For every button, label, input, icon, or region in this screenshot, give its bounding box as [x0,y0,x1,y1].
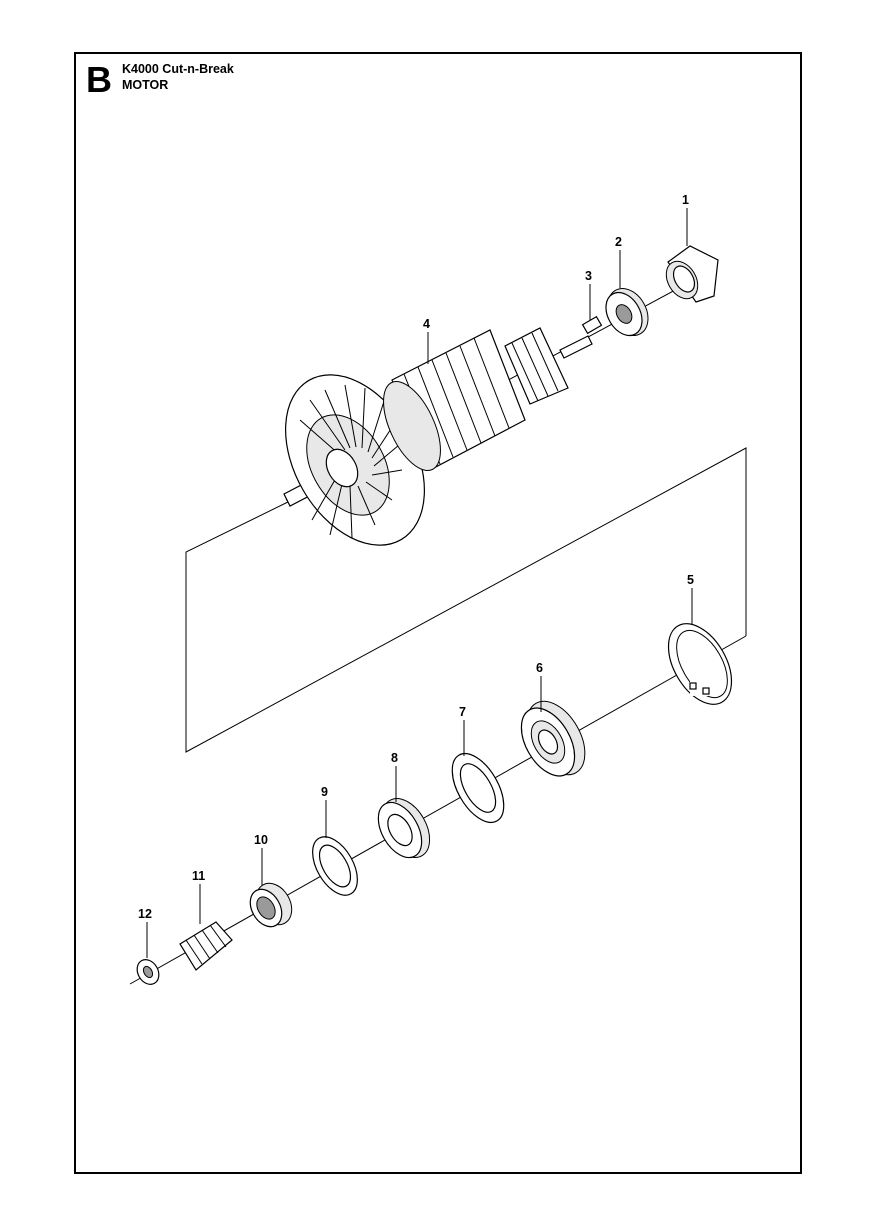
group-title: MOTOR [122,78,169,92]
part-ball-bearing-front [520,700,586,777]
callout-4: 4 [423,317,430,331]
part-bearing-sleeve [665,245,719,303]
callout-labels: 1 2 3 4 5 6 7 8 9 10 11 12 [138,193,694,921]
part-retaining-ring [667,623,733,705]
part-armature [283,327,593,546]
part-washer-large [451,753,505,823]
connector-frame [185,447,747,753]
part-threaded-ring [249,882,293,928]
callout-7: 7 [459,705,466,719]
callout-11: 11 [192,869,205,883]
callout-8: 8 [391,751,398,765]
callout-12: 12 [138,907,152,921]
callout-5: 5 [687,573,694,587]
callout-10: 10 [254,833,268,847]
callout-3: 3 [585,269,592,283]
section-letter: B [86,59,112,100]
part-nut [136,959,160,985]
part-washer-small [312,836,358,896]
callout-1: 1 [682,193,689,207]
lower-axis-line [129,635,747,985]
model-title: K4000 Cut-n-Break [122,62,234,76]
callout-2: 2 [615,235,622,249]
callout-6: 6 [536,661,543,675]
callout-9: 9 [321,785,328,799]
diagram-frame [74,52,802,1174]
part-ring [377,798,431,859]
part-pinion-gear [179,921,233,971]
part-ball-bearing-rear [605,288,649,337]
leader-lines [146,208,693,958]
part-bushing [581,315,603,335]
